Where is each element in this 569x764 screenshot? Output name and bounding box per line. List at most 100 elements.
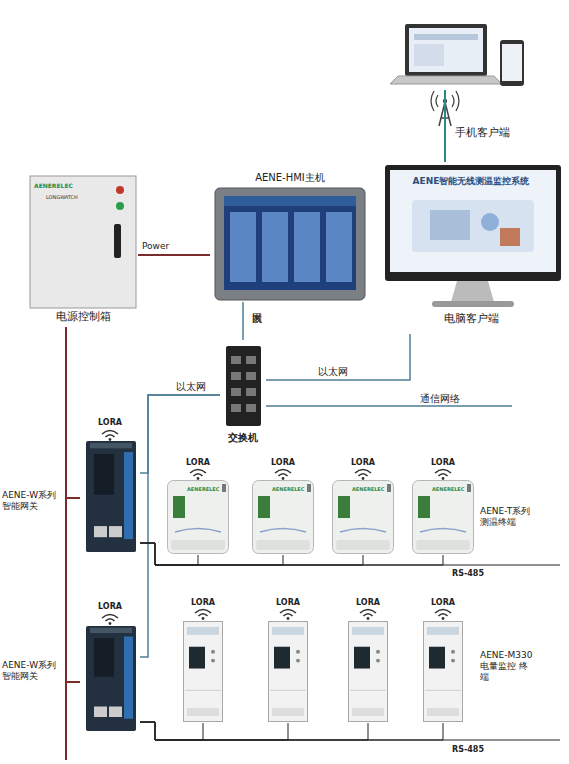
hmi-host: AENE-HMI主机 <box>210 172 370 302</box>
power-cabinet: AENERELECLONGWATCH电源控制箱 <box>28 172 138 327</box>
hmi-panel <box>262 212 288 282</box>
switch-ports <box>231 356 256 412</box>
meter-device <box>424 621 463 721</box>
power-line <box>65 682 67 760</box>
meter-terminal: LORA <box>261 598 315 723</box>
screen-art <box>500 228 520 246</box>
hmi-screen <box>224 196 356 290</box>
cabinet-label: 电源控制箱 <box>28 310 138 323</box>
host-label: AENE-HMI主机 <box>210 172 370 184</box>
temp-terminal: LORAAENERELEC <box>248 458 318 555</box>
bus-label: RS-485 <box>452 569 512 579</box>
laptop-bezel <box>405 24 487 76</box>
brand-mark: AENERELEC <box>352 486 396 492</box>
screen-art <box>430 210 470 240</box>
power-link <box>138 254 210 256</box>
box-handle <box>114 224 121 258</box>
hmi-panel <box>230 212 256 282</box>
rs485-link <box>140 543 363 565</box>
lora-label: LORA <box>261 598 315 608</box>
wireless-symbol <box>275 470 291 480</box>
ethernet-link <box>140 395 220 657</box>
ethernet-link <box>242 302 244 340</box>
monitor-stand <box>451 281 494 302</box>
temp-terminal: LORA AENERELEC <box>163 458 233 555</box>
brand-mark: AENERELEC <box>187 486 231 492</box>
rs485-link <box>140 543 283 565</box>
gateway-device <box>86 441 136 552</box>
gateway-label: AENE-W系列 智能网关 <box>2 660 60 682</box>
power-box-body <box>30 176 136 308</box>
series-label: AENE-M330 电量监控 终端 <box>480 650 534 682</box>
smart-gateway: LORAAENE-W系列 智能网关 <box>80 602 140 732</box>
lora-label: LORA <box>90 602 130 612</box>
network-switch: 交换机 <box>220 340 266 450</box>
screen-art <box>481 213 499 231</box>
wireless-symbol <box>435 610 451 620</box>
rs485-link <box>140 543 198 565</box>
wireless-symbol <box>435 470 451 480</box>
hmi-panel <box>294 212 320 282</box>
indicator-light <box>116 186 124 194</box>
indicator-light <box>116 202 124 210</box>
hmi-panel <box>326 212 352 282</box>
brand-mark: AENERELEC <box>272 486 316 492</box>
edge-label: 以太网 <box>318 366 348 378</box>
client-label: 手机客户端 <box>455 126 545 139</box>
laptop-ui <box>414 44 444 66</box>
hmi-grid <box>230 212 352 282</box>
phone-screen <box>502 44 522 81</box>
lora-label: LORA <box>328 458 398 468</box>
switch-port <box>246 404 256 412</box>
laptop-base <box>390 76 502 84</box>
gateway-label: AENE-W系列 智能网关 <box>2 490 60 512</box>
hmi-bar <box>224 196 356 206</box>
lora-label: LORA <box>176 598 230 608</box>
switch-port <box>231 388 241 396</box>
rs485-link <box>140 543 443 565</box>
monitor-screen <box>390 170 556 272</box>
wireless-symbol <box>102 615 118 625</box>
switch-port <box>231 356 241 364</box>
gateway-device <box>86 626 136 731</box>
smart-gateway: LORAAENE-W系列 智能网关 <box>80 418 140 553</box>
screen-art <box>412 200 534 252</box>
client-label: 电脑客户端 <box>416 312 526 325</box>
temp-terminal: LORAAENERELEC <box>408 458 478 555</box>
rs485-link <box>140 722 443 740</box>
switch-port <box>246 356 256 364</box>
wireless-symbol <box>280 610 296 620</box>
switch-port <box>231 372 241 380</box>
lora-label: LORA <box>408 458 478 468</box>
switch-body <box>226 346 261 426</box>
bus-label: RS-485 <box>452 745 512 755</box>
meter-terminal: LORA <box>416 598 470 723</box>
rs485-link <box>140 722 288 740</box>
power-link <box>66 327 80 682</box>
temp-terminal: LORA AENERELEC <box>328 458 398 555</box>
wireless-symbol <box>195 610 211 620</box>
monitor-bezel <box>385 165 561 281</box>
lora-label: LORA <box>416 598 470 608</box>
meter-device <box>269 621 308 721</box>
meter-terminal: LORA <box>176 598 230 723</box>
wireless-symbol <box>355 470 371 480</box>
meter-terminal: LORA <box>341 598 395 723</box>
power-link <box>66 327 80 498</box>
lora-label: LORA <box>163 458 233 468</box>
laptop-ui <box>414 34 478 40</box>
screen-title: AENE智能无线测温监控系统 <box>400 176 542 187</box>
switch-label: 交换机 <box>208 432 278 444</box>
switch-port <box>231 404 241 412</box>
meter-device <box>349 621 388 721</box>
pc-client: AENE智能无线测温监控系统电脑客户端 <box>380 162 562 334</box>
mobile-client: 手机客户端 <box>395 18 545 90</box>
rs485-link <box>140 722 368 740</box>
lora-label: LORA <box>90 418 130 428</box>
wireless-symbol <box>360 610 376 620</box>
